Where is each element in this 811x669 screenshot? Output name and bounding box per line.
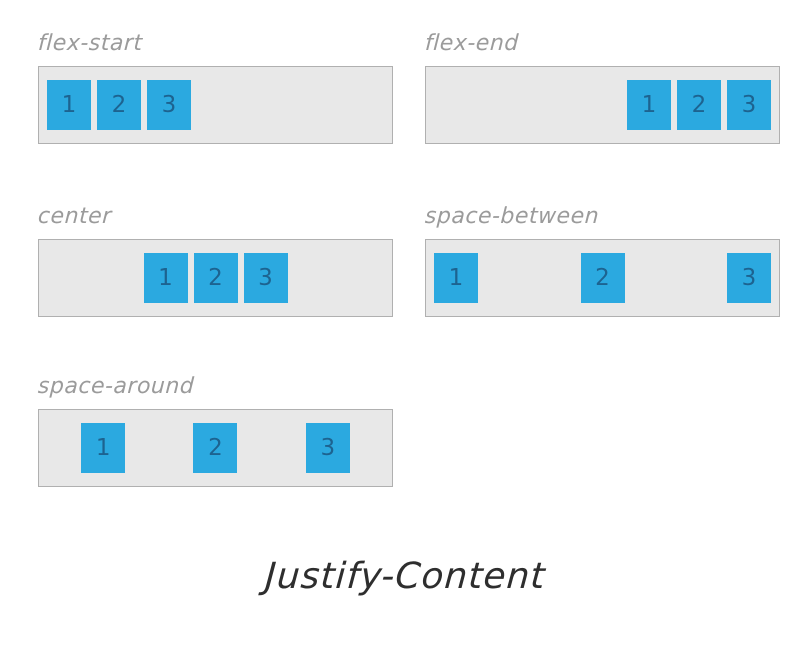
- flex-container-space-between: 1 2 3: [425, 239, 780, 317]
- demo-label-space-around: space-around: [37, 374, 196, 399]
- demo-label-flex-start: flex-start: [37, 31, 144, 56]
- demo-space-between: space-between 1 2 3: [424, 203, 780, 317]
- flex-item: 2: [97, 80, 141, 130]
- demo-label-center: center: [37, 204, 113, 229]
- flex-container-center: 1 2 3: [38, 239, 393, 317]
- flex-container-space-around: 1 2 3: [38, 409, 393, 487]
- flex-item: 2: [193, 423, 238, 473]
- flex-item: 1: [434, 253, 478, 303]
- demo-center: center 1 2 3: [37, 203, 393, 317]
- flex-container-flex-end: 1 2 3: [425, 66, 780, 144]
- flex-item: 1: [81, 423, 126, 473]
- flex-item: 1: [627, 80, 671, 130]
- flex-item: 2: [580, 253, 625, 303]
- flex-item: 3: [147, 80, 191, 130]
- flex-item: 1: [47, 80, 91, 130]
- diagram-title: Justify-Content: [263, 556, 548, 597]
- demo-flex-start: flex-start 1 2 3: [37, 30, 393, 144]
- demo-space-around: space-around 1 2 3: [37, 373, 393, 487]
- flex-item: 3: [243, 253, 288, 303]
- flex-item: 3: [727, 253, 771, 303]
- flex-item: 3: [727, 80, 771, 130]
- flex-item: 1: [143, 253, 188, 303]
- flex-item: 3: [305, 423, 350, 473]
- flex-container-flex-start: 1 2 3: [38, 66, 393, 144]
- flex-item: 2: [193, 253, 238, 303]
- demo-label-space-between: space-between: [424, 204, 600, 229]
- flex-item: 2: [677, 80, 721, 130]
- demo-label-flex-end: flex-end: [424, 31, 520, 56]
- demo-flex-end: flex-end 1 2 3: [424, 30, 780, 144]
